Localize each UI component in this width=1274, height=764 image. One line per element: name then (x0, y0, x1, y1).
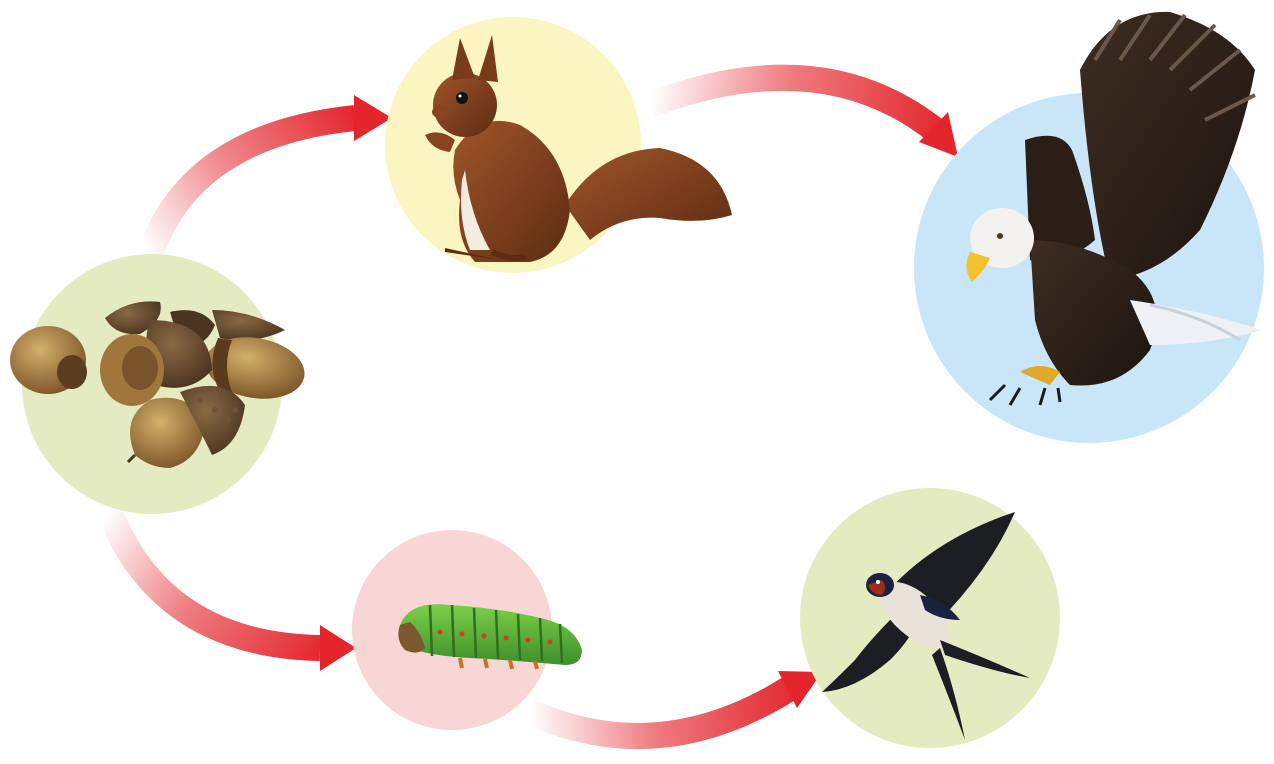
arrowhead-acorns-to-caterpillar (320, 625, 356, 671)
arrow-caterpillar-to-swallow (530, 688, 790, 736)
arrow-acorns-to-caterpillar (108, 508, 320, 648)
arrow-squirrel-to-eagle (650, 78, 935, 130)
arrow-acorns-to-squirrel (150, 118, 355, 255)
